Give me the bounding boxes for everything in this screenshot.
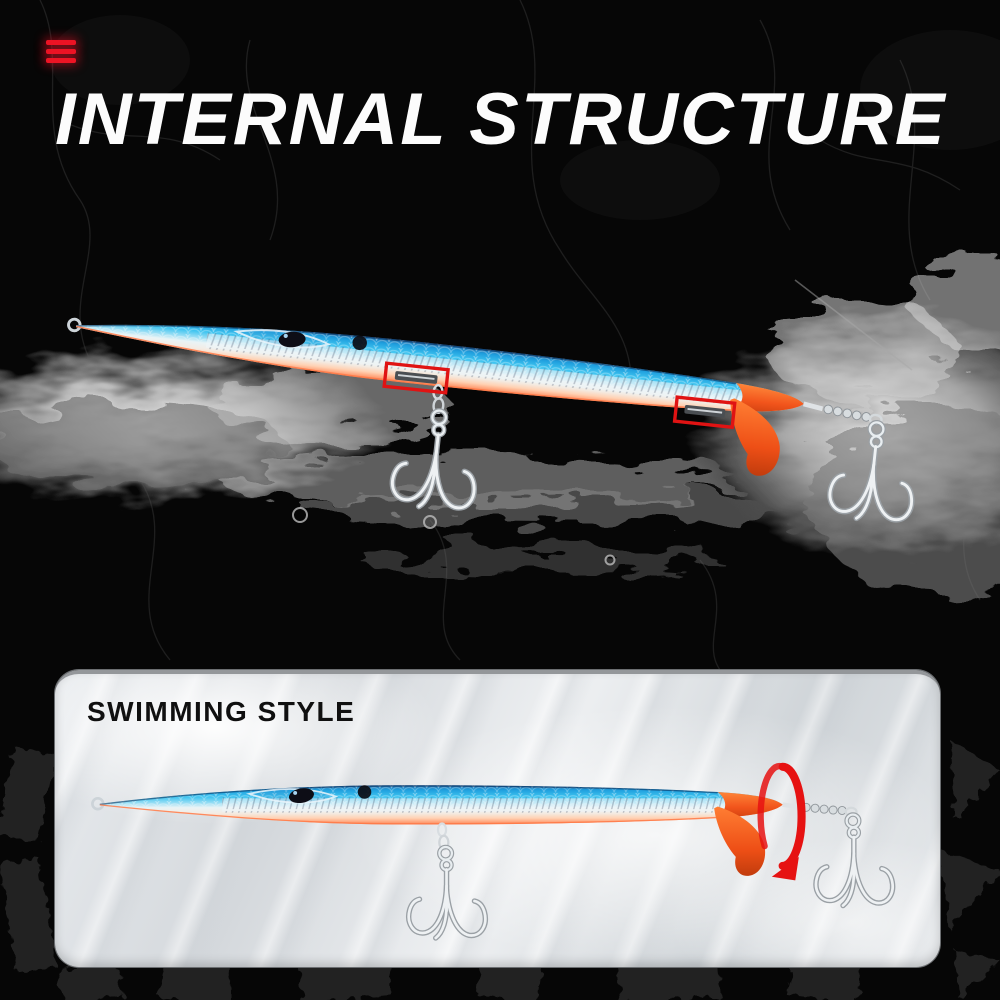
menu-icon-bar bbox=[46, 40, 76, 45]
swimming-style-panel: SWIMMING STYLE bbox=[55, 670, 940, 967]
panel-title: SWIMMING STYLE bbox=[87, 696, 356, 727]
internal-weight-highlight-rear bbox=[672, 395, 737, 430]
menu-icon-bar bbox=[46, 49, 76, 54]
bubbles bbox=[292, 507, 616, 566]
lure-image-swimming bbox=[87, 762, 907, 960]
internal-weight-highlight-front bbox=[382, 361, 450, 395]
front-internal-weight bbox=[394, 371, 438, 384]
menu-icon bbox=[46, 40, 76, 67]
menu-icon-bar bbox=[46, 58, 76, 63]
page-title: INTERNAL STRUCTURE bbox=[55, 79, 947, 160]
water-splash bbox=[0, 260, 1000, 595]
lure-image-main bbox=[44, 269, 943, 583]
tail-rotation-arrow-icon bbox=[757, 762, 806, 881]
rear-internal-weight bbox=[684, 404, 726, 418]
